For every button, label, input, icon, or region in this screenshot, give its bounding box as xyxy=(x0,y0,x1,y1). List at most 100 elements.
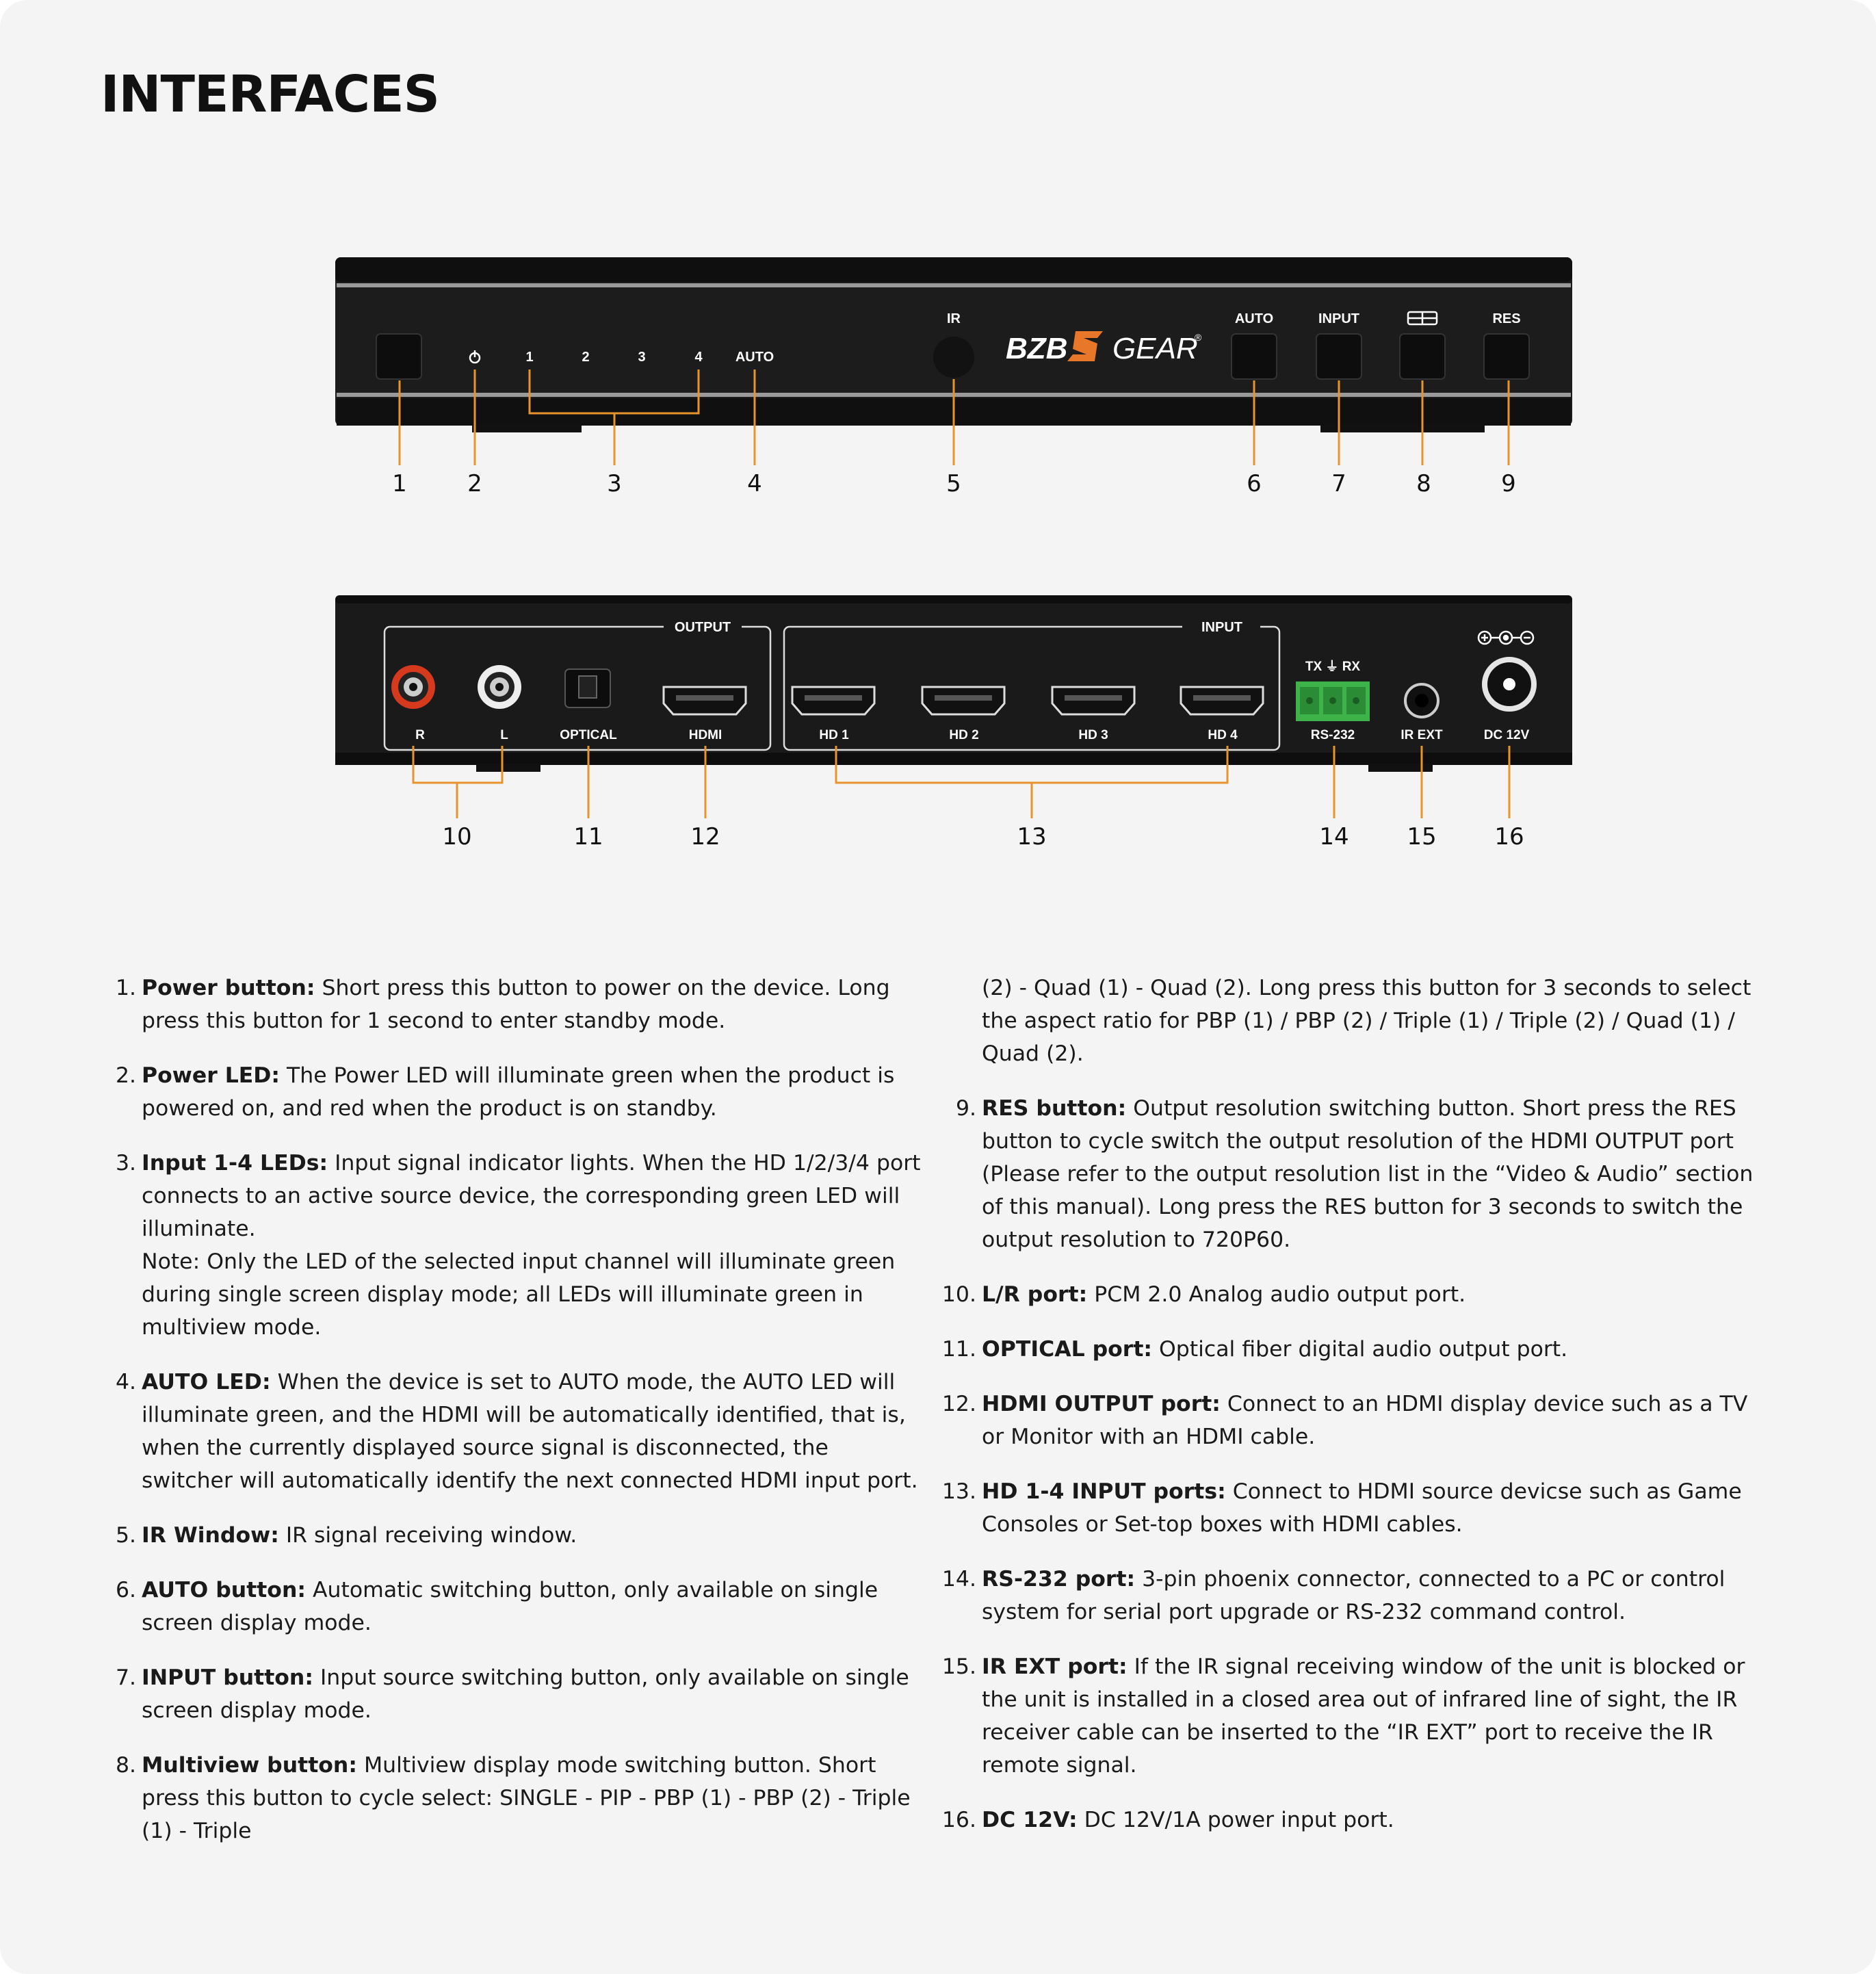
hd1-label: HD 1 xyxy=(819,728,849,742)
page-title: INTERFACES xyxy=(101,65,440,124)
hd3-label: HD 3 xyxy=(1078,728,1108,742)
callout-9: 9 xyxy=(1501,470,1516,497)
auto-button xyxy=(1231,333,1277,380)
list-item-term: IR EXT port: xyxy=(982,1654,1128,1679)
list-item-number: 12. xyxy=(941,1392,976,1416)
list-item-number: 8. xyxy=(115,1753,136,1778)
list-item-term: INPUT button: xyxy=(142,1665,313,1690)
rs232-port xyxy=(1296,681,1370,721)
list-item-term: AUTO LED: xyxy=(142,1370,271,1394)
list-item-text: Short press this button to power on the … xyxy=(142,976,890,1033)
callout-10: 10 xyxy=(442,823,471,850)
auto-led-label: AUTO xyxy=(735,350,774,365)
input-group-label: INPUT xyxy=(1201,620,1242,635)
list-item: 10. L/R port: PCM 2.0 Analog audio outpu… xyxy=(941,1278,1762,1311)
led-label-3: 3 xyxy=(638,350,645,365)
list-item-number: 1. xyxy=(115,976,136,1000)
list-item-number: 5. xyxy=(115,1523,136,1548)
res-button xyxy=(1483,333,1530,380)
optical-label: OPTICAL xyxy=(560,728,617,742)
led-label-1: 1 xyxy=(525,350,533,365)
list-item-text: Connect to HDMI source devicse such as G… xyxy=(982,1479,1742,1537)
list-item-text: If the IR signal receiving window of the… xyxy=(982,1654,1745,1778)
ir-label: IR xyxy=(947,311,961,326)
rca-l-label: L xyxy=(500,728,508,742)
rear-callout-numbers: 10 11 12 13 14 15 16 xyxy=(442,823,1524,850)
list-item-text: Optical fiber digital audio output port. xyxy=(1152,1337,1568,1362)
hdmi-output-port xyxy=(662,686,747,716)
hd3-port xyxy=(1051,686,1136,716)
list-item: 4. AUTO LED: When the device is set to A… xyxy=(101,1366,922,1497)
list-item-text: Output resolution switching button. Shor… xyxy=(982,1096,1754,1252)
list-item: 9. RES button: Output resolution switchi… xyxy=(941,1092,1762,1256)
device-diagram: 1 2 3 4 AUTO IR BZB GEAR ® AUTO INPUT xyxy=(335,257,1572,850)
res-button-label: RES xyxy=(1492,311,1520,326)
list-item: 14. RS-232 port: 3-pin phoenix connector… xyxy=(941,1563,1762,1628)
front-panel: 1 2 3 4 AUTO IR BZB GEAR ® AUTO INPUT xyxy=(335,257,1572,432)
hd4-label: HD 4 xyxy=(1208,728,1238,742)
list-item: 13. HD 1-4 INPUT ports: Connect to HDMI … xyxy=(941,1475,1762,1541)
led-label-4: 4 xyxy=(694,350,703,365)
rs232-pin-label: TX ⏚ RX xyxy=(1305,659,1361,674)
power-icon xyxy=(469,350,481,364)
list-item: 11. OPTICAL port: Optical fiber digital … xyxy=(941,1333,1762,1366)
list-item-term: Input 1-4 LEDs: xyxy=(142,1151,328,1176)
list-item-number: 13. xyxy=(941,1479,976,1504)
callout-3: 3 xyxy=(607,470,622,497)
led-label-2: 2 xyxy=(582,350,589,365)
list-item-number: 4. xyxy=(115,1370,136,1394)
list-item: 3. Input 1-4 LEDs: Input signal indicato… xyxy=(101,1147,922,1344)
ir-ext-port xyxy=(1404,683,1439,718)
list-item-text: 3-pin phoenix connector, connected to a … xyxy=(982,1567,1725,1624)
callout-6: 6 xyxy=(1247,470,1262,497)
list-item-term: Multiview button: xyxy=(142,1753,357,1778)
hd2-label: HD 2 xyxy=(949,728,978,742)
multiview-button xyxy=(1399,333,1446,380)
callout-7: 7 xyxy=(1331,470,1346,497)
hd4-port xyxy=(1180,686,1264,716)
dc-power-port xyxy=(1482,657,1537,712)
list-item-text: IR signal receiving window. xyxy=(278,1523,577,1548)
list-item-term: Power LED: xyxy=(142,1063,281,1088)
list-item-number: 9. xyxy=(955,1096,976,1121)
rca-r-label: R xyxy=(415,728,425,742)
list-item-number: 7. xyxy=(115,1665,136,1690)
input-button xyxy=(1316,333,1362,380)
list-item-text: Multiview display mode switching button.… xyxy=(142,1753,911,1843)
list-item-number: 2. xyxy=(115,1063,136,1088)
list-item: 1. Power button: Short press this button… xyxy=(101,972,922,1037)
list-item-term: AUTO button: xyxy=(142,1578,306,1602)
multiview-icon xyxy=(1407,311,1438,326)
list-item-note: Note: Only the LED of the selected input… xyxy=(142,1249,896,1340)
list-item-term: L/R port: xyxy=(982,1282,1088,1307)
list-item-continuation: (2) - Quad (1) - Quad (2). Long press th… xyxy=(982,976,1751,1066)
brand-logo: BZB GEAR ® xyxy=(1006,331,1202,365)
list-item-text: PCM 2.0 Analog audio output port. xyxy=(1087,1282,1466,1307)
list-item-number: 6. xyxy=(115,1578,136,1602)
list-item-number: 10. xyxy=(941,1282,976,1307)
list-item: 15. IR EXT port: If the IR signal receiv… xyxy=(941,1650,1762,1782)
list-item-text: Connect to an HDMI display device such a… xyxy=(982,1392,1748,1449)
callout-14: 14 xyxy=(1319,823,1349,850)
list-item-number: 3. xyxy=(115,1151,136,1176)
callout-8: 8 xyxy=(1416,470,1431,497)
list-item-number: 15. xyxy=(941,1654,976,1679)
list-item-text: DC 12V/1A power input port. xyxy=(1077,1808,1394,1832)
power-button xyxy=(376,333,422,380)
list-item-number: 11. xyxy=(941,1337,976,1362)
callout-2: 2 xyxy=(467,470,482,497)
list-item-text: When the device is set to AUTO mode, the… xyxy=(142,1370,918,1493)
rca-r-port xyxy=(391,665,435,709)
hd1-port xyxy=(791,686,876,716)
callout-16: 16 xyxy=(1494,823,1524,850)
list-item-term: RES button: xyxy=(982,1096,1127,1121)
callout-13: 13 xyxy=(1017,823,1046,850)
input-button-label: INPUT xyxy=(1318,311,1359,326)
brand-text: BZB xyxy=(1006,332,1067,365)
list-item: 5. IR Window: IR signal receiving window… xyxy=(101,1519,922,1552)
callout-1: 1 xyxy=(392,470,407,497)
ir-window xyxy=(933,337,974,378)
rear-panel: OUTPUT INPUT R L xyxy=(335,595,1572,772)
rear-callout-lines xyxy=(412,746,1511,818)
